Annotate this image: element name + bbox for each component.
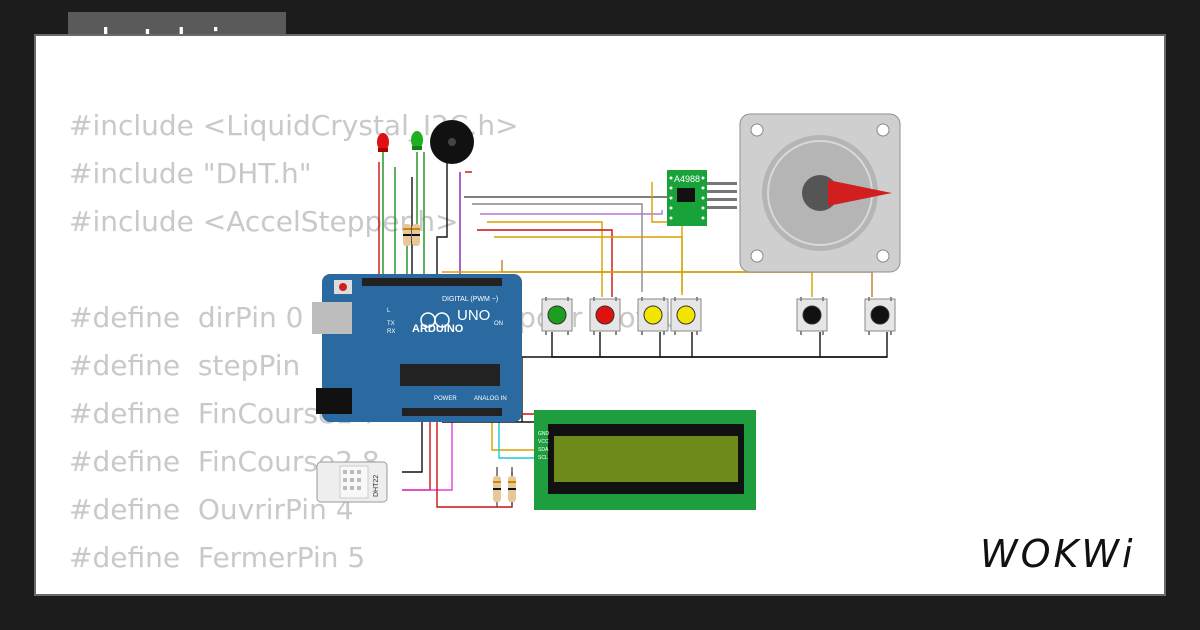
code-line: #define stepPin: [69, 349, 301, 382]
usb-port: [312, 302, 352, 334]
on-led-label: ON: [494, 321, 503, 327]
microcontroller-chip: [400, 364, 500, 386]
lcd-pin-gnd: GND: [538, 431, 550, 437]
driver-label: A4988: [674, 174, 700, 184]
dht22-sensor[interactable]: DHT22: [316, 461, 388, 503]
button-green[interactable]: [541, 297, 573, 335]
wokwi-logo: WOKWi: [980, 532, 1136, 576]
resistor-led-2: [412, 224, 420, 246]
preview-card: #include <LiquidCrystal_I2C.h>#include "…: [34, 34, 1166, 596]
lcd-pin-vcc: VCC: [538, 439, 549, 445]
digital-header: [362, 278, 502, 286]
code-line: #define FermerPin 5: [69, 541, 366, 574]
code-editor: #include <LiquidCrystal_I2C.h>#include "…: [69, 102, 693, 594]
push-buttons: [541, 297, 896, 335]
l-led-label: L: [387, 308, 391, 314]
resistor-i2c-1: [493, 476, 501, 502]
a4988-driver[interactable]: A4988: [667, 170, 737, 226]
lcd-screen: [554, 436, 738, 482]
circuit-diagram: A4988: [312, 113, 901, 510]
model-label: UNO: [457, 307, 490, 324]
button-black-1[interactable]: [796, 297, 828, 335]
lcd-pin-scl: SCL: [538, 455, 548, 461]
button-yellow-1[interactable]: [637, 297, 669, 335]
power-jack: [316, 388, 352, 414]
reset-button[interactable]: [339, 283, 347, 291]
digital-label: DIGITAL (PWM ~): [442, 296, 498, 303]
lcd-pin-sda: SDA: [538, 447, 549, 453]
code-line: #include "DHT.h": [69, 157, 312, 190]
stepper-motor[interactable]: [739, 113, 901, 273]
code-line: #define OuvrirPin 4: [69, 493, 354, 526]
code-line: #define BuzzPin 12: [69, 582, 693, 594]
tx-led-label: TX: [387, 321, 395, 327]
button-black-2[interactable]: [864, 297, 896, 335]
led-green[interactable]: [411, 131, 423, 150]
resistor-led-1: [403, 224, 411, 246]
arduino-uno[interactable]: DIGITAL (PWM ~) ARDUINO UNO ANALOG IN PO…: [312, 274, 522, 422]
resistor-i2c-2: [508, 476, 516, 502]
rx-led-label: RX: [387, 329, 395, 335]
sensor-label: DHT22: [373, 475, 380, 497]
stepper-needle: [828, 180, 892, 206]
analog-header: [402, 408, 502, 416]
led-red[interactable]: [377, 133, 389, 152]
button-red[interactable]: [589, 297, 621, 335]
lcd-display[interactable]: GND VCC SDA SCL: [534, 410, 756, 510]
button-yellow-2[interactable]: [670, 297, 702, 335]
analog-label: ANALOG IN: [474, 396, 507, 402]
power-label: POWER: [434, 396, 457, 402]
buzzer[interactable]: [430, 120, 474, 164]
